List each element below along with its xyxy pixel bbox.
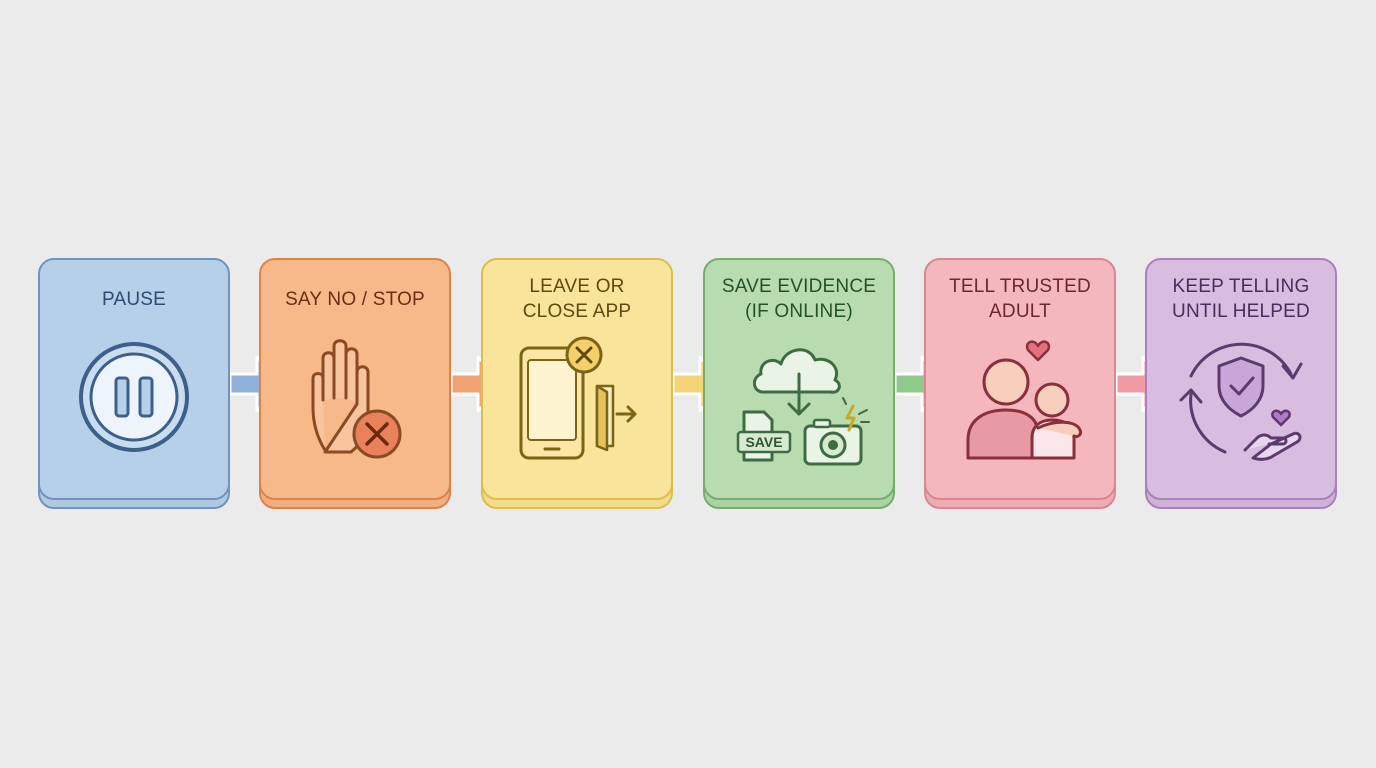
step-title: KEEP TELLING UNTIL HELPED (1172, 276, 1310, 322)
step-tell-trusted-adult: TELL TRUSTED ADULT (924, 258, 1116, 509)
step-title: SAY NO / STOP (285, 288, 425, 310)
pause-icon (79, 342, 189, 452)
phone-exit-icon (519, 336, 637, 460)
keep-telling-icon (1179, 342, 1303, 461)
step-keep-telling: KEEP TELLING UNTIL HELPED (1145, 258, 1337, 509)
trusted-adult-icon (966, 340, 1082, 460)
stop-hand-icon (311, 339, 402, 459)
save-evidence-icon: SAVE (736, 348, 870, 466)
step-pause: PAUSE (38, 258, 230, 509)
step-title: TELL TRUSTED ADULT (949, 276, 1091, 322)
step-title: LEAVE OR CLOSE APP (522, 276, 632, 322)
step-leave-or-close-app: LEAVE OR CLOSE APP (481, 258, 673, 509)
step-title: PAUSE (101, 288, 166, 310)
step-title: SAVE EVIDENCE (IF ONLINE) (721, 276, 877, 322)
save-label: SAVE (745, 434, 782, 450)
step-save-evidence: SAVE EVIDENCE (IF ONLINE) SAVE (703, 258, 895, 509)
step-say-no-stop: SAY NO / STOP (259, 258, 451, 509)
